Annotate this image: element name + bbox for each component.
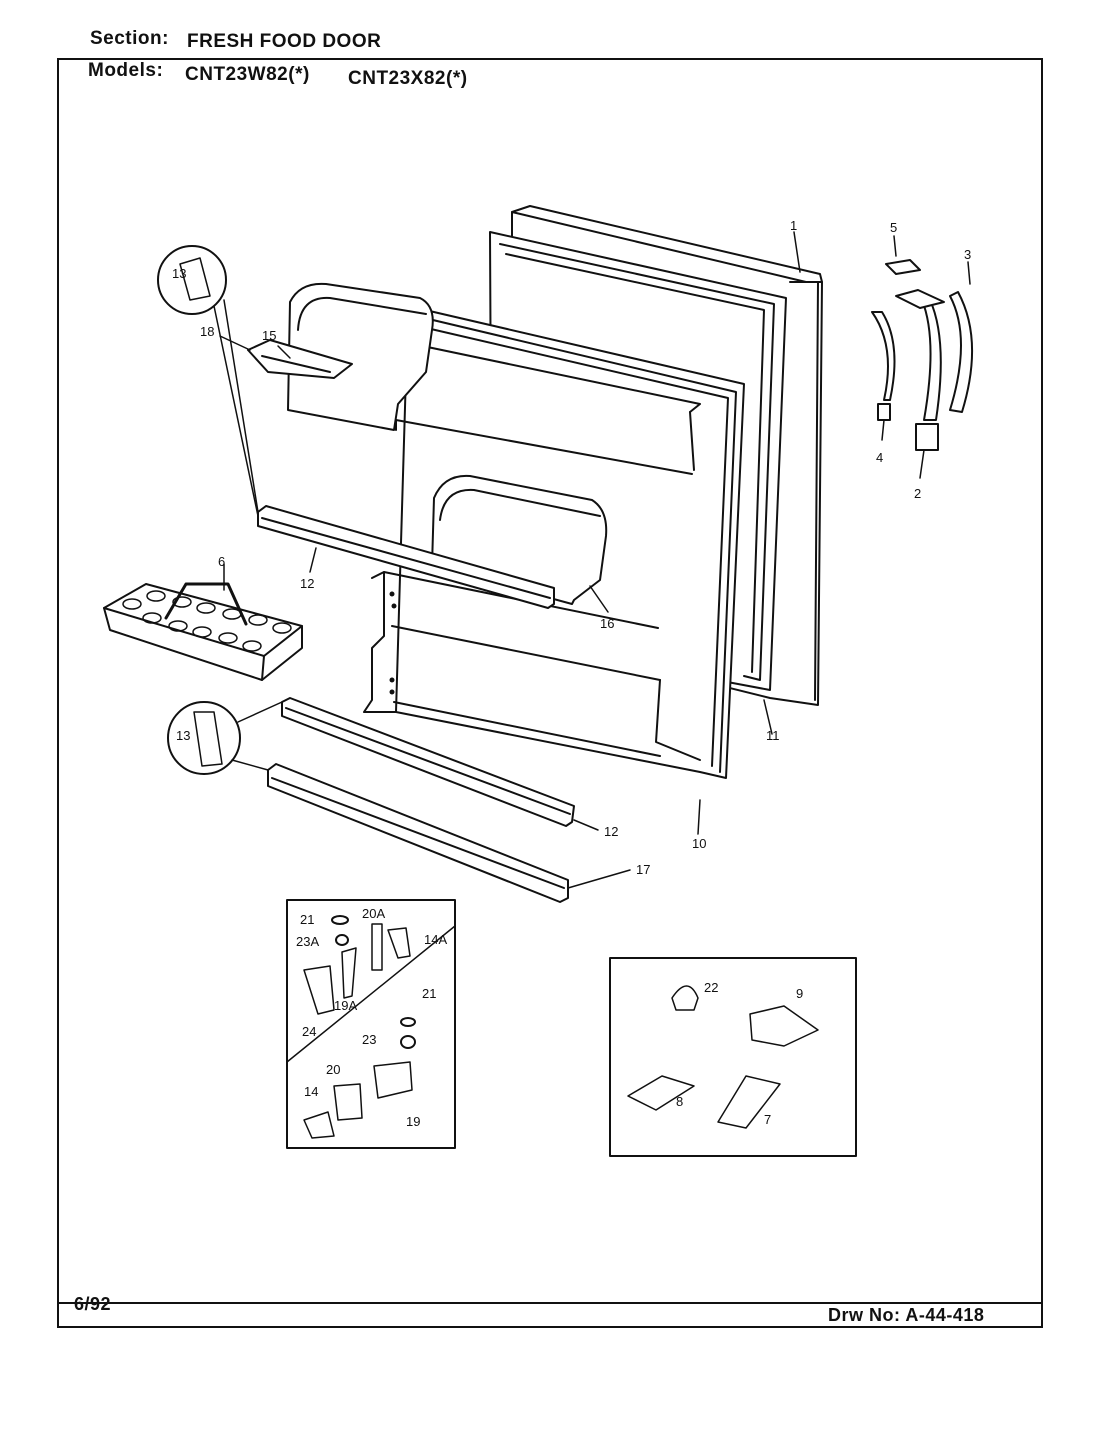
callout-20A: 20A <box>362 906 385 921</box>
callout-22: 22 <box>704 980 718 995</box>
door-shelf-bar-upper <box>257 505 555 609</box>
callout-13-upper: 13 <box>172 266 186 281</box>
models-label: Models: <box>88 60 164 81</box>
callout-13-lower: 13 <box>176 728 190 743</box>
callout-21-lower: 21 <box>422 986 436 1001</box>
callout-14: 14 <box>304 1084 318 1099</box>
egg-tray <box>103 582 303 681</box>
callout-labels: 1 5 3 4 2 18 15 13 12 6 16 11 13 12 10 1… <box>172 218 971 1129</box>
drawing-number: Drw No: A-44-418 <box>828 1305 985 1325</box>
callout-21-upper: 21 <box>300 912 314 927</box>
leader-lines <box>219 231 971 889</box>
callout-6: 6 <box>218 554 225 569</box>
door-shelf-bar-lower <box>281 697 575 827</box>
shelf-clip-detail-lower <box>167 701 283 775</box>
callout-23A: 23A <box>296 934 319 949</box>
callout-5: 5 <box>890 220 897 235</box>
callout-10: 10 <box>692 836 706 851</box>
section-title: FRESH FOOD DOOR <box>187 31 382 52</box>
callout-14A: 14A <box>424 932 447 947</box>
shelf-clip-detail-upper <box>157 245 259 517</box>
callout-15: 15 <box>262 328 276 343</box>
callout-1: 1 <box>790 218 797 233</box>
callout-2: 2 <box>914 486 921 501</box>
callout-7: 7 <box>764 1112 771 1127</box>
callout-20: 20 <box>326 1062 340 1077</box>
callout-8: 8 <box>676 1094 683 1109</box>
hardware-box <box>609 957 857 1157</box>
callout-18: 18 <box>200 324 214 339</box>
footer-divider <box>57 1302 1043 1304</box>
section-label: Section: <box>90 28 169 49</box>
hinge-cover-set <box>871 259 973 451</box>
callout-24: 24 <box>302 1024 316 1039</box>
callout-12-lower: 12 <box>604 824 618 839</box>
callout-4: 4 <box>876 450 883 465</box>
footer-date: 6/92 <box>74 1294 112 1314</box>
callout-23: 23 <box>362 1032 376 1047</box>
callout-11: 11 <box>766 728 780 743</box>
model-number-1: CNT23W82(*) <box>185 64 310 85</box>
callout-12-upper: 12 <box>300 576 314 591</box>
hinge-kit-box <box>286 899 456 1149</box>
callout-19A: 19A <box>334 998 357 1013</box>
dairy-door-left <box>287 282 434 431</box>
callout-16: 16 <box>600 616 614 631</box>
callout-9: 9 <box>796 986 803 1001</box>
bottom-trim-bar <box>267 763 569 903</box>
model-number-2: CNT23X82(*) <box>348 68 468 89</box>
callout-3: 3 <box>964 247 971 262</box>
butter-tray <box>247 339 353 379</box>
callout-17: 17 <box>636 862 650 877</box>
callout-19: 19 <box>406 1114 420 1129</box>
diagram-frame <box>57 58 1043 1328</box>
